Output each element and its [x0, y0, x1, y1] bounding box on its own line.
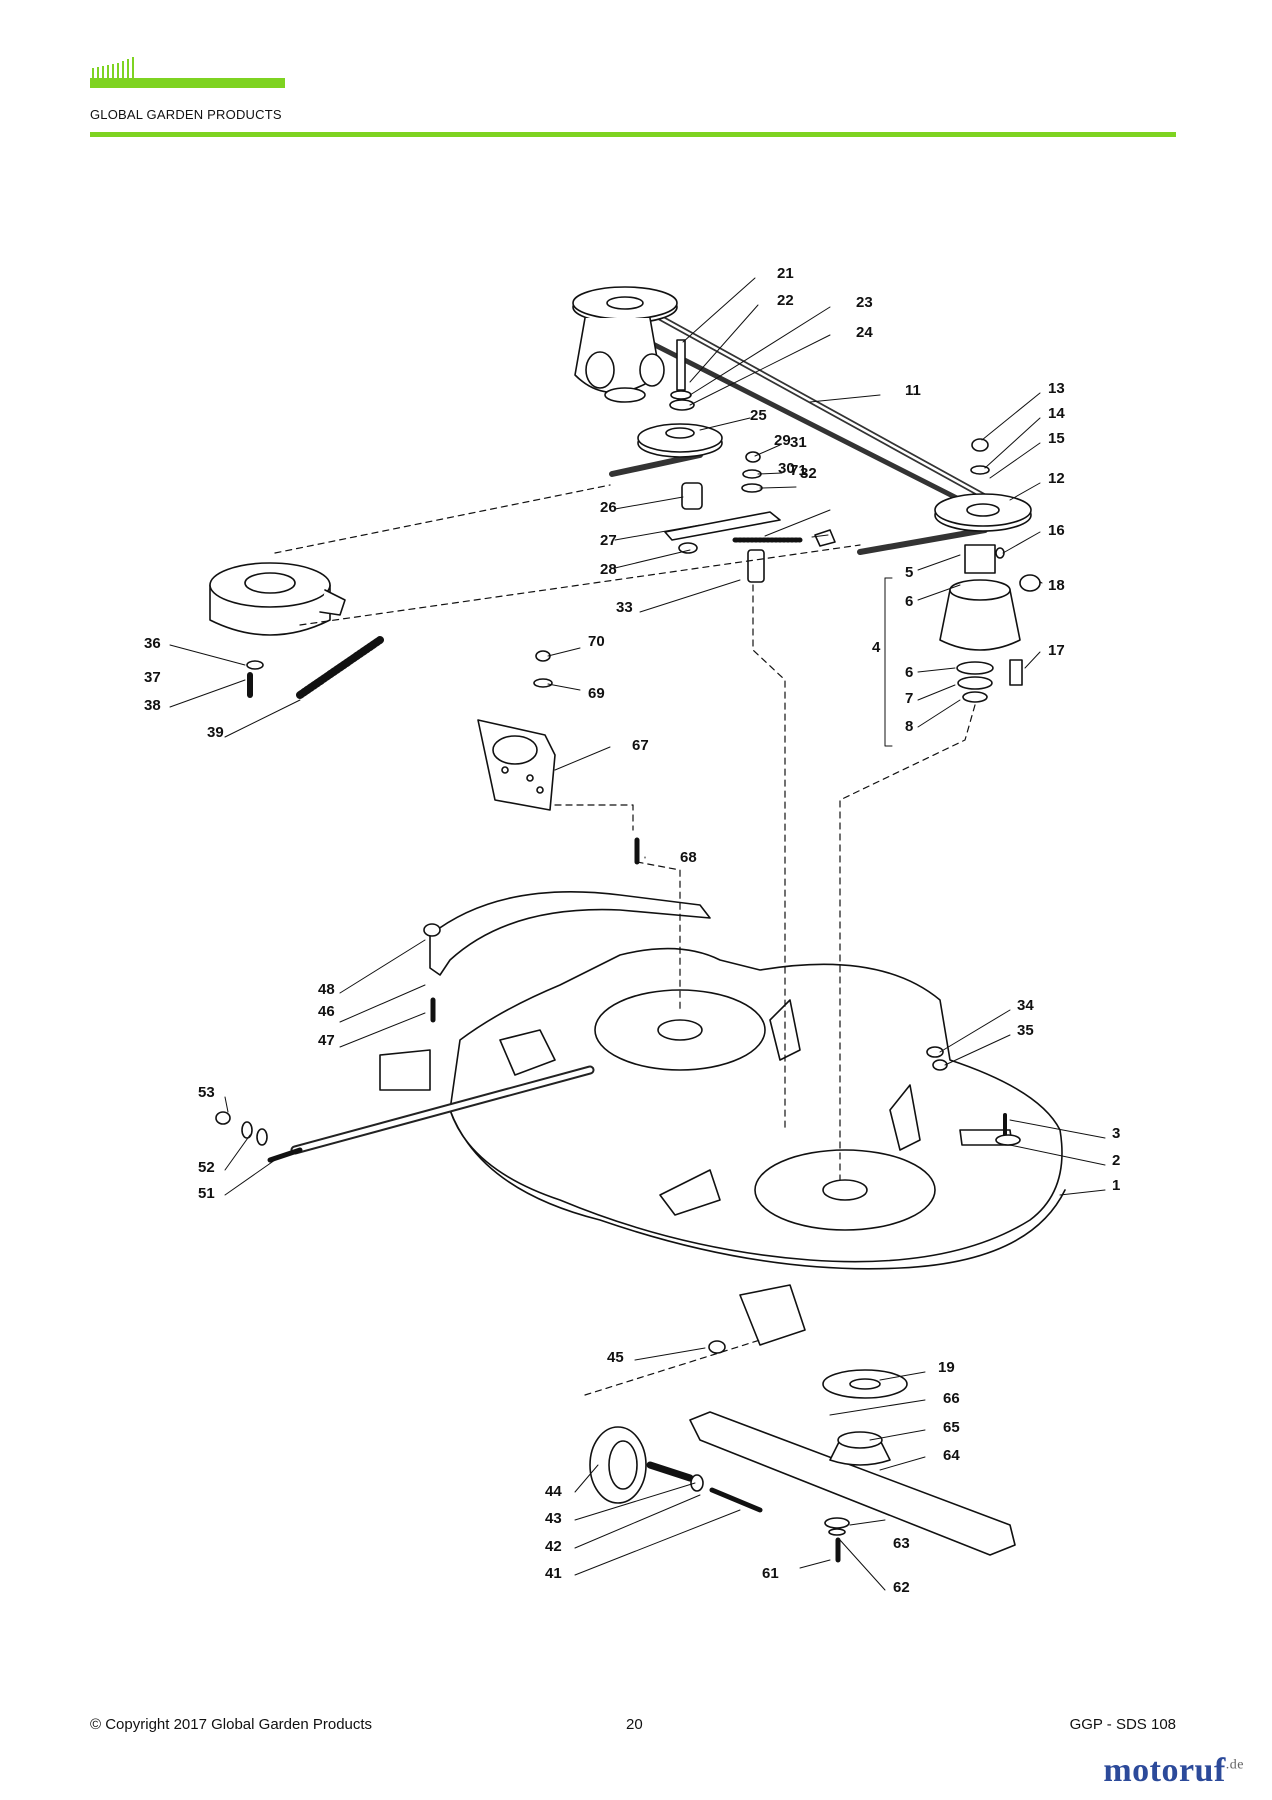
- tensioner-parts: [664, 451, 836, 583]
- callout-label: 33: [616, 599, 633, 616]
- callout-label: 1: [1112, 1177, 1120, 1194]
- blade-assembly: [689, 1369, 1016, 1563]
- callout-label: 6: [905, 593, 913, 610]
- callout-label: 41: [545, 1565, 562, 1582]
- callout-label: 63: [893, 1535, 910, 1552]
- callout-label: 23: [856, 294, 873, 311]
- page-number: 20: [626, 1716, 643, 1733]
- callout-label: 28: [600, 561, 617, 578]
- callout-label: 12: [1048, 470, 1065, 487]
- callout-label: 32: [800, 465, 817, 482]
- callout-label: 30: [778, 460, 795, 477]
- company-logo: [90, 57, 285, 88]
- callout-label: 27: [600, 532, 617, 549]
- callout-label: 31: [790, 434, 807, 451]
- callout-label: 36: [144, 635, 161, 652]
- callout-label: 2: [1112, 1152, 1120, 1169]
- callout-label: 67: [632, 737, 649, 754]
- callout-label: 35: [1017, 1022, 1034, 1039]
- callout-label: 71: [790, 462, 807, 479]
- callout-label: 66: [943, 1390, 960, 1407]
- callout-label: 25: [750, 407, 767, 424]
- copyright-text: © Copyright 2017 Global Garden Products: [90, 1716, 373, 1733]
- tension-spring: [296, 636, 384, 699]
- deck-rail: [423, 891, 711, 1023]
- callout-label: 14: [1048, 405, 1065, 422]
- callout-label: 61: [762, 1565, 779, 1582]
- callout-label: 68: [680, 849, 697, 866]
- callout-label: 62: [893, 1579, 910, 1596]
- callout-label: 34: [1017, 997, 1034, 1014]
- callout-label: 38: [144, 697, 161, 714]
- callout-label: 52: [198, 1159, 215, 1176]
- anti-scalp-wheel: [589, 1426, 763, 1513]
- callout-label: 11: [905, 382, 921, 399]
- watermark-logo: motoruf.de: [1103, 1752, 1244, 1789]
- callout-label: 70: [588, 633, 605, 650]
- mounting-bracket: [477, 650, 640, 865]
- assembly-guides: [274, 484, 976, 1396]
- callout-label: 18: [1048, 577, 1065, 594]
- callout-label: 65: [943, 1419, 960, 1436]
- idler-pulley: [637, 339, 723, 458]
- callout-label: 39: [207, 724, 224, 741]
- right-pulley-assembly: [934, 438, 1041, 703]
- callout-label: 51: [198, 1185, 215, 1202]
- callout-label: 24: [856, 324, 873, 341]
- company-name: GLOBAL GARDEN PRODUCTS: [90, 107, 282, 122]
- callout-label: 64: [943, 1447, 960, 1464]
- callout-label: 69: [588, 685, 605, 702]
- callout-label: 45: [607, 1349, 624, 1366]
- mower-deck: [379, 947, 1066, 1354]
- callout-label: 26: [600, 499, 617, 516]
- callout-label: 48: [318, 981, 335, 998]
- callout-label: 44: [545, 1483, 562, 1500]
- callout-label: 4: [872, 639, 881, 656]
- callout-label: 37: [144, 669, 161, 686]
- callout-label: 29: [774, 432, 791, 449]
- callout-label: 15: [1048, 430, 1065, 447]
- callout-label: 22: [777, 292, 794, 309]
- callout-label: 7: [905, 690, 913, 707]
- callout-label: 43: [545, 1510, 562, 1527]
- callout-label: 8: [905, 718, 913, 735]
- lift-rod: [215, 1065, 595, 1163]
- callout-label: 42: [545, 1538, 562, 1555]
- callout-label: 46: [318, 1003, 335, 1020]
- callout-label: 5: [905, 564, 913, 581]
- callout-label: 13: [1048, 380, 1065, 397]
- leader-lines: [169, 277, 1106, 1591]
- callout-label: 6: [905, 664, 913, 681]
- upper-pulley-assembly: [572, 286, 678, 403]
- callout-label: 47: [318, 1032, 335, 1049]
- callout-label: 53: [198, 1084, 215, 1101]
- callout-label: 16: [1048, 522, 1065, 539]
- header-rule: [90, 132, 1176, 137]
- callout-label: 19: [938, 1359, 955, 1376]
- document-code: GGP - SDS 108: [1069, 1716, 1176, 1733]
- callout-label: 3: [1112, 1125, 1120, 1142]
- callout-label: 21: [777, 265, 794, 282]
- callout-label: 17: [1048, 642, 1065, 659]
- pto-clutch: [209, 562, 346, 698]
